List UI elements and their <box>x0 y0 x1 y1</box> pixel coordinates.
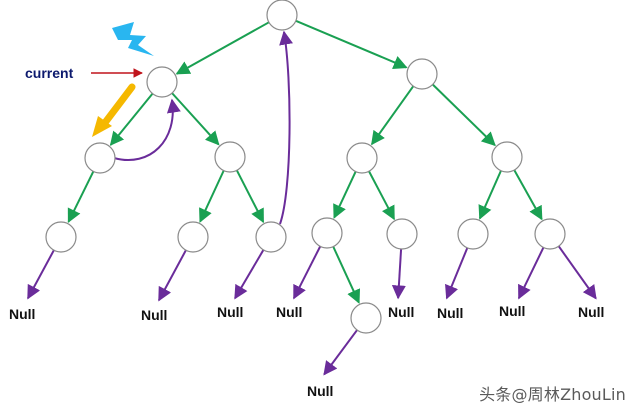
thread-link-lrr-to-root <box>279 30 293 225</box>
lightning-icon <box>112 22 154 56</box>
tree-node <box>346 142 378 174</box>
null-label: Null <box>388 304 414 320</box>
tree-edge-R-RL <box>371 85 415 146</box>
tree-edge-RLL-RLLR <box>332 246 361 304</box>
tree-node <box>457 218 489 250</box>
null-pointer-8 <box>323 329 358 376</box>
watermark: 头条@周林ZhouLin <box>479 385 626 404</box>
tree-edge-LL-LLL <box>67 171 95 224</box>
tree-node <box>406 58 438 90</box>
null-pointer-7 <box>557 245 597 300</box>
tree-edge-RR-RRR <box>513 169 543 221</box>
null-pointer-4 <box>391 248 406 300</box>
tree-edge-LR-LRL <box>199 170 225 223</box>
current-label: current <box>25 65 74 81</box>
tree-node <box>214 141 246 173</box>
null-label: Null <box>578 304 604 320</box>
tree-edge-L-LR <box>171 92 220 146</box>
tree-node <box>491 141 523 173</box>
null-label: Null <box>9 306 35 322</box>
tree-edge-root-R <box>295 19 408 69</box>
tree-node <box>350 302 382 334</box>
tree-node <box>386 218 418 250</box>
null-label: Null <box>499 303 525 319</box>
nodes-group <box>45 0 566 334</box>
tree-node <box>255 221 287 253</box>
tree-node <box>311 217 343 249</box>
null-pointer-1 <box>158 249 187 302</box>
tree-edge-L-LL <box>109 92 154 146</box>
null-label: Null <box>217 304 243 320</box>
tree-node <box>84 142 116 174</box>
tree-edge-RL-RLR <box>368 170 395 221</box>
tree-node <box>177 221 209 253</box>
null-pointer-5 <box>445 247 469 300</box>
null-label: Null <box>141 307 167 323</box>
move-left-arrow <box>92 83 136 137</box>
thread-link-ll-to-current <box>113 98 181 161</box>
tree-edge-LR-LRR <box>235 169 265 224</box>
null-pointer-2 <box>234 249 265 300</box>
root-node <box>266 0 298 31</box>
null-pointer-0 <box>27 249 55 300</box>
null-pointer-3 <box>293 245 322 300</box>
tree-edge-RR-RRL <box>478 170 502 220</box>
tree-node <box>45 221 77 253</box>
tree-node <box>534 218 566 250</box>
edges-group <box>27 19 597 376</box>
tree-edge-RL-RLL <box>333 171 357 219</box>
null-label: Null <box>437 305 463 321</box>
current-node <box>146 66 178 98</box>
null-label: Null <box>307 383 333 399</box>
null-pointer-6 <box>517 247 545 300</box>
tree-edge-R-RR <box>432 83 496 147</box>
null-label: Null <box>276 304 302 320</box>
tree-edge-root-L <box>175 21 270 75</box>
